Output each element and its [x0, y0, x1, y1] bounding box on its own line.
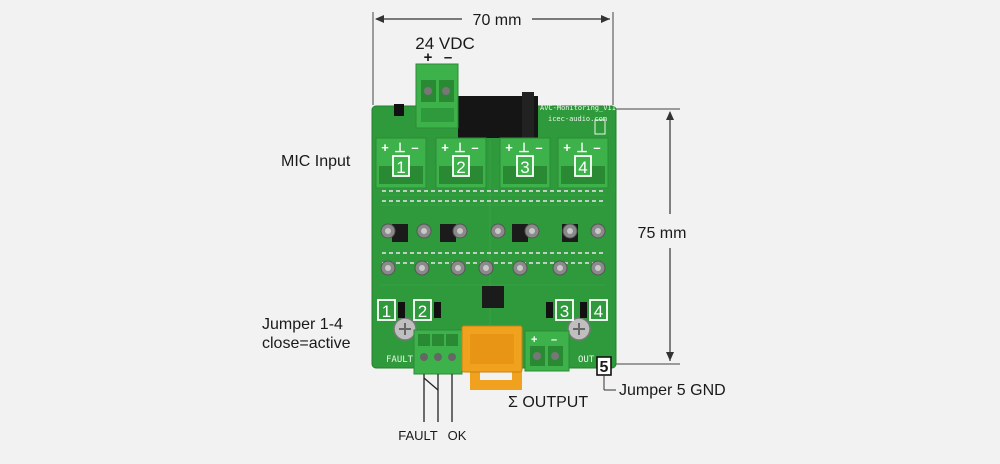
output-minus: – — [551, 334, 557, 346]
output-terminal: + – — [524, 330, 570, 372]
relay — [461, 325, 523, 390]
mic-terminal-1: + ⊥–1 — [375, 137, 427, 189]
width-dimension: 70 mm — [372, 12, 614, 105]
width-label: 70 mm — [473, 12, 522, 29]
mic-terminal-2-number-box — [452, 155, 470, 177]
power-label: 24 VDC — [415, 34, 475, 53]
board-url-silk: icec-audio.com — [548, 115, 607, 123]
height-label: 75 mm — [638, 225, 687, 242]
mic-input-label: MIC Input — [281, 153, 351, 170]
fault-terminal — [413, 329, 463, 375]
mic-terminals: +⊥–1+⊥–2+⊥–3+⊥–4 — [375, 137, 609, 189]
jumper-4-number: 4 — [594, 302, 603, 321]
power-plus: + — [424, 49, 433, 66]
mic-terminal-4-number-box — [574, 155, 592, 177]
mic-terminal-2-ground: ⊥ — [454, 140, 465, 155]
jumper-1: 1 — [377, 299, 405, 321]
mic-terminal-1-number: 1 — [396, 158, 405, 177]
fault-silk: FAULT — [386, 355, 414, 365]
jumper-1-4-label-line2: close=active — [262, 335, 351, 352]
jumper-2: 2 — [413, 299, 441, 321]
mic-terminal-1-minus: – — [411, 140, 418, 155]
mic-terminal-4-plus: + — [563, 140, 571, 155]
sum-output-label: Σ OUTPUT — [508, 394, 588, 411]
mic-terminal-1-ground: ⊥ — [394, 140, 405, 155]
mic-terminal-3: + ⊥–3 — [499, 137, 551, 189]
out-silk: OUT — [578, 355, 595, 365]
board-title-silk: AVC-Monitoring_V11 — [540, 104, 616, 112]
mic-terminal-4-ground: ⊥ — [576, 140, 587, 155]
mic-terminal-3-ground: ⊥ — [518, 140, 529, 155]
mic-terminal-4-number: 4 — [578, 158, 587, 177]
ok-label: OK — [448, 428, 467, 443]
power-terminal — [415, 63, 459, 129]
mic-terminal-3-minus: – — [535, 140, 542, 155]
mic-terminal-1-plus: + — [381, 140, 389, 155]
jumper-1-number: 1 — [382, 302, 391, 321]
jumper-4: 4 — [580, 299, 608, 321]
center-ic — [482, 286, 504, 308]
jumper-2-number: 2 — [418, 302, 427, 321]
fault-ok-contacts — [423, 374, 453, 422]
output-plus: + — [531, 334, 537, 346]
jumper-5-label: Jumper 5 GND — [619, 382, 726, 399]
power-minus: – — [444, 49, 452, 66]
jumper-1-4-label-line1: Jumper 1-4 — [262, 316, 343, 333]
mic-terminal-4-minus: – — [593, 140, 600, 155]
jumper-3: 3 — [546, 299, 574, 321]
jumper-3-number: 3 — [560, 302, 569, 321]
jumpers: 1 2 3 4 — [377, 299, 608, 321]
mic-terminal-3-number-box — [516, 155, 534, 177]
mic-terminal-2-plus: + — [441, 140, 449, 155]
mic-terminal-2-number: 2 — [456, 158, 465, 177]
jumper-5: 5 — [596, 356, 616, 391]
fault-label: FAULT — [398, 428, 438, 443]
mic-terminal-2: + ⊥–2 — [435, 137, 487, 189]
height-dimension: 75 mm — [615, 108, 687, 365]
mic-terminal-1-number-box — [392, 155, 410, 177]
jumper-5-number: 5 — [600, 359, 609, 376]
mic-terminal-3-plus: + — [505, 140, 513, 155]
mic-terminal-4: + ⊥–4 — [557, 137, 609, 189]
mic-terminal-2-minus: – — [471, 140, 478, 155]
mic-terminal-3-number: 3 — [520, 158, 529, 177]
pcb-board: AVC-Monitoring_V11 icec-audio.com FAULT … — [371, 92, 617, 369]
